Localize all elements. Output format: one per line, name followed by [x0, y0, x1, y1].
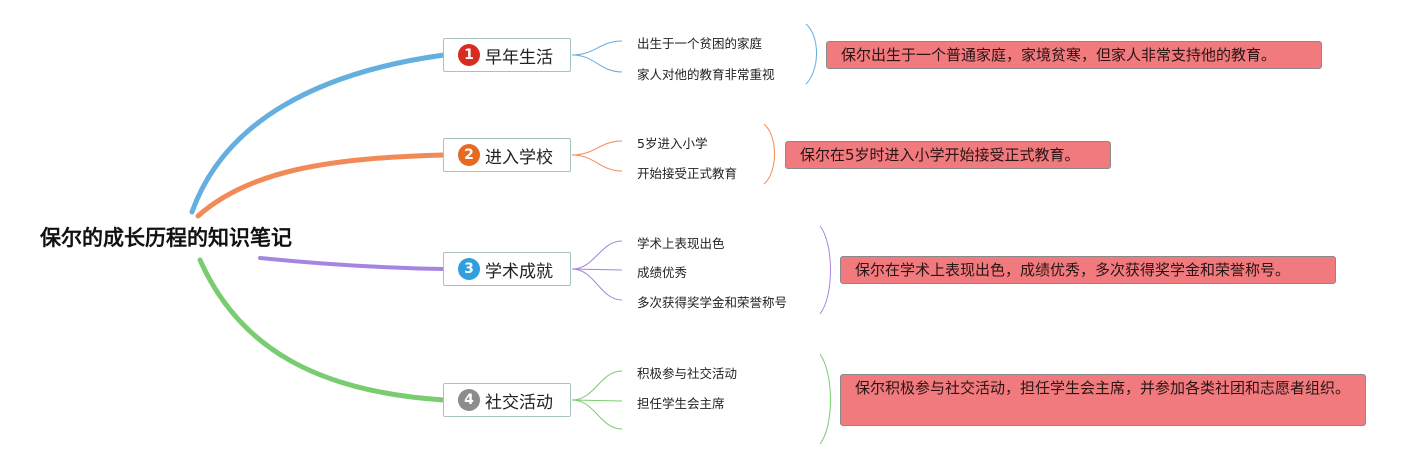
- number-1-icon: 1: [458, 44, 480, 66]
- detail-4a[interactable]: 积极参与社交活动: [637, 366, 738, 381]
- summary-2[interactable]: 保尔在5岁时进入小学开始接受正式教育。: [785, 141, 1111, 169]
- topic-academic-achievement[interactable]: 3 学术成就: [443, 252, 571, 286]
- sub-line-1a: [571, 40, 623, 56]
- summary-3[interactable]: 保尔在学术上表现出色，成绩优秀，多次获得奖学金和荣誉称号。: [840, 256, 1336, 284]
- number-3-icon: 3: [458, 258, 480, 280]
- summary-4[interactable]: 保尔积极参与社交活动，担任学生会主席，并参加各类社团和志愿者组织。: [840, 374, 1366, 426]
- detail-2b[interactable]: 开始接受正式教育: [637, 166, 738, 181]
- detail-4b[interactable]: 担任学生会主席: [637, 396, 725, 411]
- sub-line-2b: [571, 154, 623, 172]
- sub-line-4a: [571, 370, 623, 401]
- summary-bracket-4: [819, 353, 831, 445]
- topic-label: 早年生活: [485, 47, 553, 68]
- topic-early-life[interactable]: 1 早年生活: [443, 38, 571, 72]
- branch-4-line: [197, 257, 447, 403]
- detail-3c[interactable]: 多次获得奖学金和荣誉称号: [637, 295, 788, 310]
- number-2-icon: 2: [458, 144, 480, 166]
- detail-1a[interactable]: 出生于一个贫困的家庭: [637, 36, 763, 51]
- number-4-icon: 4: [458, 389, 480, 411]
- central-topic[interactable]: 保尔的成长历程的知识笔记: [40, 226, 292, 250]
- sub-line-3a: [571, 240, 623, 270]
- sub-line-1b: [571, 54, 623, 73]
- summary-bracket-3: [819, 225, 831, 315]
- sub-line-3b: [571, 268, 623, 271]
- topic-enter-school[interactable]: 2 进入学校: [443, 138, 571, 172]
- topic-social-activities[interactable]: 4 社交活动: [443, 383, 571, 417]
- detail-3a[interactable]: 学术上表现出色: [637, 236, 725, 251]
- summary-bracket-1: [805, 23, 817, 85]
- branch-3-line: [258, 256, 446, 271]
- topic-label: 学术成就: [485, 261, 553, 282]
- sub-line-4c: [571, 399, 623, 430]
- topic-label: 进入学校: [485, 147, 553, 168]
- sub-line-2a: [571, 140, 623, 156]
- summary-1[interactable]: 保尔出生于一个普通家庭，家境贫寒，但家人非常支持他的教育。: [826, 41, 1322, 69]
- sub-line-4b: [571, 399, 623, 402]
- topic-label: 社交活动: [485, 392, 553, 413]
- detail-2a[interactable]: 5岁进入小学: [637, 136, 708, 151]
- detail-1b[interactable]: 家人对他的教育非常重视: [637, 67, 775, 82]
- sub-line-3c: [571, 268, 623, 301]
- detail-3b[interactable]: 成绩优秀: [637, 265, 688, 280]
- summary-bracket-2: [763, 123, 775, 185]
- branch-2-line: [195, 152, 447, 219]
- branch-1-line: [189, 52, 447, 215]
